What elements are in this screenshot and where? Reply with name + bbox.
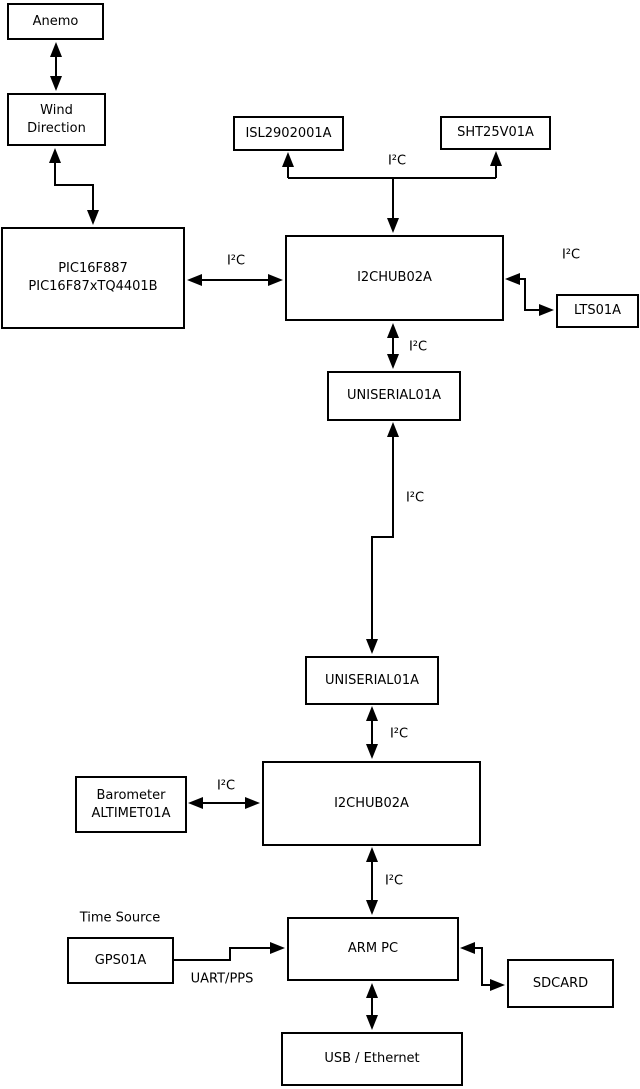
node-i2chub-top-label: I2CHUB02A (357, 270, 432, 286)
edge-label-i2c-barometer-hub2: I²C (216, 778, 236, 794)
edge-sensor-branch-i2chub-top (282, 151, 502, 233)
edge-wind-direction-pic (49, 148, 99, 225)
node-uniserial-bottom-label: UNISERIAL01A (325, 672, 419, 688)
node-pic-label-line1: PIC16F887 (58, 261, 128, 277)
node-i2chub-bottom-label: I2CHUB02A (334, 795, 409, 811)
node-anemo: Anemo (7, 3, 104, 40)
node-barometer: Barometer ALTIMET01A (75, 776, 187, 833)
edge-label-time-source: Time Source (79, 910, 161, 926)
node-gps: GPS01A (67, 937, 174, 984)
edge-label-i2c-hub-lts: I²C (561, 247, 581, 263)
node-wind-direction-label-line1: Wind (40, 102, 73, 118)
node-pic: PIC16F887 PIC16F87xTQ4401B (1, 227, 185, 329)
node-sht-label: SHT25V01A (457, 125, 534, 141)
edge-i2chub-top-uniserial-top (387, 323, 399, 369)
node-anemo-label: Anemo (32, 13, 79, 29)
edge-uniserial-top-uniserial-bottom (366, 422, 399, 654)
node-sdcard: SDCARD (507, 959, 614, 1008)
edge-label-i2c-hub2-armpc: I²C (384, 873, 404, 889)
edge-label-i2c-uniserial-link: I²C (405, 490, 425, 506)
edge-i2chub-bottom-armpc (366, 847, 378, 915)
node-barometer-label-line1: Barometer (96, 787, 166, 803)
edge-uniserial-bottom-i2chub-bottom (366, 706, 378, 759)
node-uniserial-top-label: UNISERIAL01A (347, 388, 441, 404)
edge-label-i2c-hub-uniserial: I²C (408, 339, 428, 355)
edge-label-i2c-sensor-branch: I²C (387, 153, 407, 169)
node-usb-ethernet: USB / Ethernet (281, 1032, 463, 1086)
node-uniserial-top: UNISERIAL01A (327, 371, 461, 421)
edge-label-uart-pps: UART/PPS (190, 971, 254, 987)
edge-armpc-sdcard (460, 942, 505, 991)
node-armpc: ARM PC (287, 917, 459, 981)
edge-label-i2c-uniserial-hub2: I²C (389, 726, 409, 742)
node-wind-direction-label-line2: Direction (27, 120, 86, 136)
node-barometer-label-line2: ALTIMET01A (91, 805, 171, 821)
node-sht: SHT25V01A (440, 116, 551, 150)
node-wind-direction: Wind Direction (7, 93, 106, 146)
node-usb-ethernet-label: USB / Ethernet (324, 1051, 420, 1067)
node-pic-label-line2: PIC16F87xTQ4401B (28, 279, 158, 294)
node-i2chub-top: I2CHUB02A (285, 235, 504, 321)
node-uniserial-bottom: UNISERIAL01A (305, 656, 439, 705)
node-isl: ISL2902001A (233, 116, 344, 151)
edge-gps-armpc (173, 942, 285, 961)
edge-label-i2c-pic-hub: I²C (226, 253, 246, 269)
edge-armpc-usb-ethernet (366, 983, 378, 1030)
edge-pic-i2chub-top (187, 274, 283, 286)
node-sdcard-label: SDCARD (532, 975, 589, 991)
edge-anemo-wind-direction (50, 42, 62, 91)
node-i2chub-bottom: I2CHUB02A (262, 761, 481, 846)
edge-i2chub-top-lts (505, 273, 554, 316)
node-armpc-label: ARM PC (347, 941, 399, 957)
node-gps-label: GPS01A (94, 952, 147, 968)
node-lts: LTS01A (556, 294, 639, 328)
node-isl-label: ISL2902001A (245, 125, 332, 141)
edge-barometer-i2chub-bottom (188, 797, 260, 809)
node-lts-label: LTS01A (573, 303, 622, 319)
